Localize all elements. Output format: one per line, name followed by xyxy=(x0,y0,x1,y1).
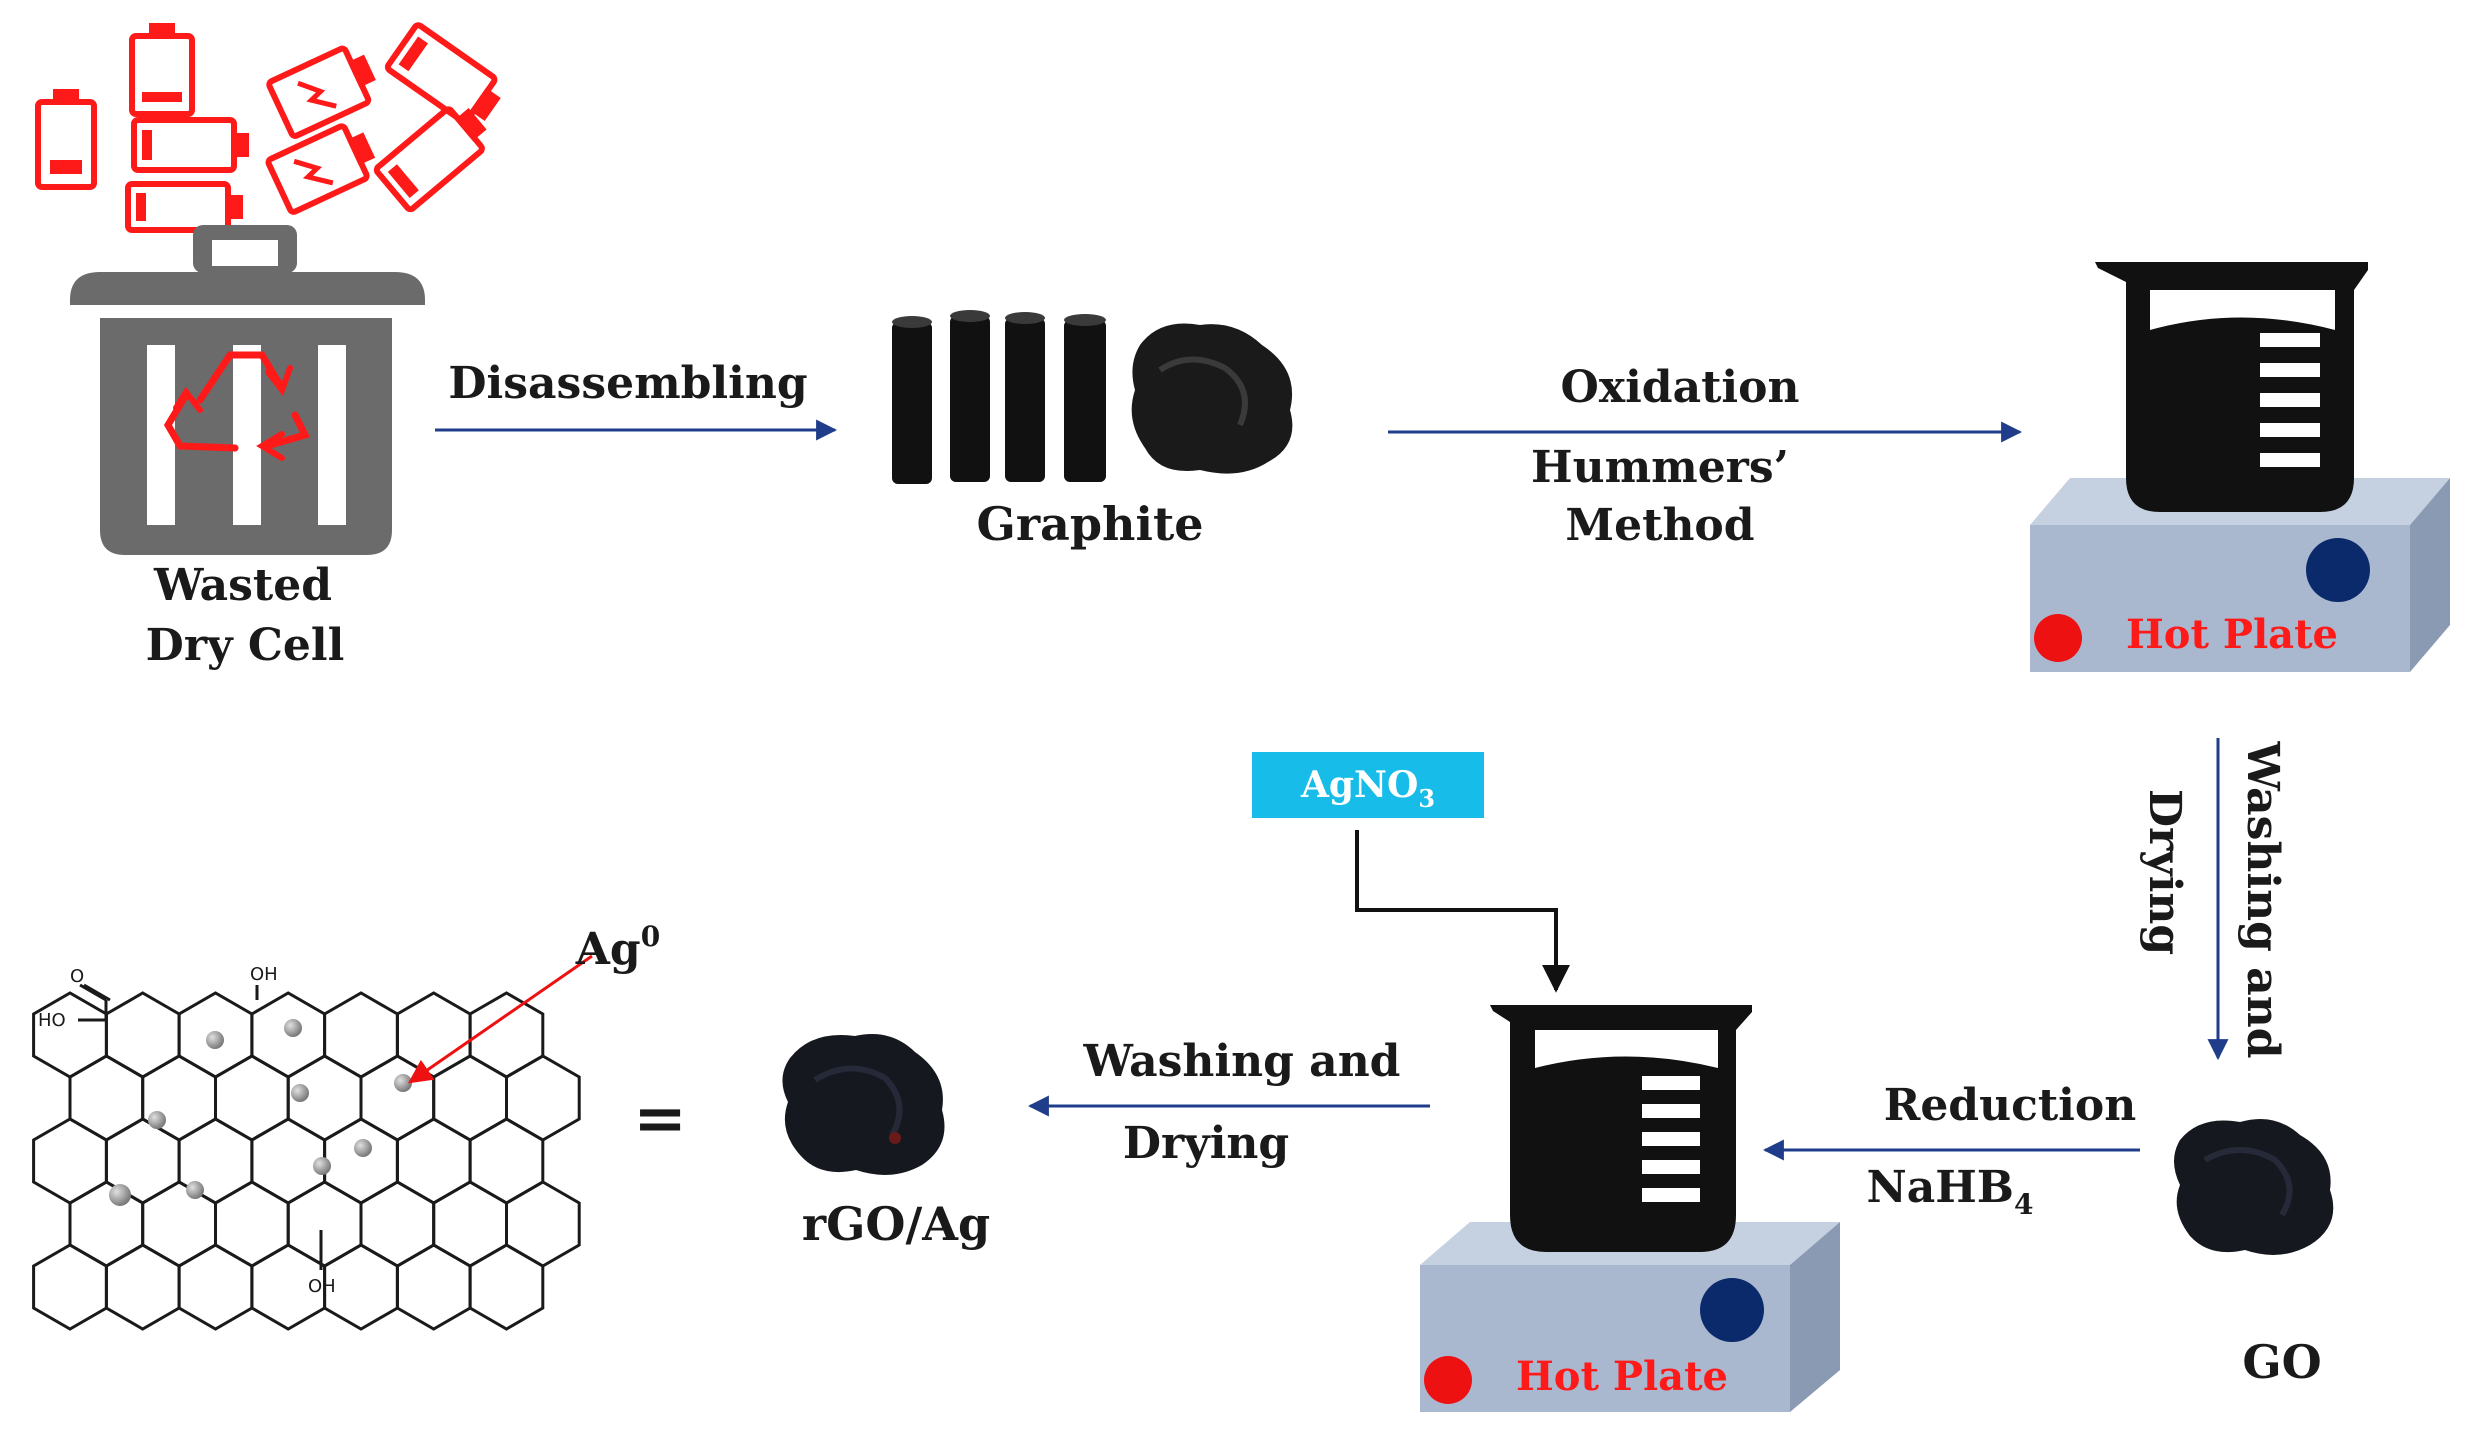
hexagon-cell xyxy=(432,1180,508,1268)
rgo-ag-label: rGO/Ag xyxy=(802,1197,990,1251)
equals-sign: = xyxy=(633,1081,687,1156)
battery-icon xyxy=(35,89,97,190)
nahb4-base: NaHB xyxy=(1867,1162,2015,1213)
oxidation-label: Oxidation xyxy=(1561,362,1800,413)
battery-icon xyxy=(373,106,487,213)
disassembling-label: Disassembling xyxy=(448,358,807,409)
hexagon-cell xyxy=(214,1180,290,1268)
wasted-dry-cell-label-line2: Dry Cell xyxy=(146,620,345,671)
battery-icon xyxy=(265,123,376,215)
battery-icon xyxy=(384,22,501,125)
silver-particle xyxy=(284,1019,302,1037)
hexagon-cell xyxy=(286,1180,363,1268)
hot-plate-knob-red xyxy=(2034,614,2082,662)
hot-plate-label-bottom: Hot Plate xyxy=(1516,1353,1728,1400)
hexagon-cell xyxy=(141,1180,217,1268)
hexagon-cell xyxy=(395,1243,472,1331)
recycle-icon xyxy=(163,351,311,461)
hexagon-cell xyxy=(359,1054,436,1142)
hexagon-cell xyxy=(214,1054,290,1142)
ag0-base: Ag xyxy=(575,924,641,975)
hexagon-cell xyxy=(432,1054,508,1142)
silver-nanoparticles xyxy=(109,1019,412,1206)
battery-icon xyxy=(266,45,376,139)
hydroxyl-bottom-label: OH xyxy=(308,1276,336,1297)
powder-icon xyxy=(782,1034,945,1175)
washing-drying-horizontal-label-line1: Washing and xyxy=(1083,1036,1401,1087)
powder-icon xyxy=(2174,1118,2334,1255)
hot-plate-label-top: Hot Plate xyxy=(2126,611,2338,658)
hexagon-cell xyxy=(32,1243,108,1331)
hexagon-cell xyxy=(395,1117,472,1205)
hexagon-cell xyxy=(359,1180,436,1268)
hot-plate-knob-red xyxy=(1424,1356,1472,1404)
hexagon-cell xyxy=(32,991,108,1079)
hot-plate-knob-blue xyxy=(2306,538,2370,602)
nahb4-subscript: 4 xyxy=(2014,1188,2033,1221)
ag0-label: Ag0 xyxy=(575,920,660,975)
beaker-icon xyxy=(1490,1005,1752,1252)
hexagon-cell xyxy=(468,1243,545,1331)
agno3-base: AgNO xyxy=(1300,764,1418,806)
wasted-dry-cell-label-line1: Wasted xyxy=(153,560,332,611)
washing-drying-vertical-label-line1: Washing and xyxy=(2237,741,2288,1059)
carboxyl-o-label: O xyxy=(70,966,84,987)
silver-particle xyxy=(148,1111,166,1129)
trash-bin-icon xyxy=(70,225,425,555)
battery-icon xyxy=(131,117,249,173)
reduction-label: Reduction xyxy=(1884,1080,2136,1131)
silver-particle xyxy=(291,1084,309,1102)
silver-particle xyxy=(354,1139,372,1157)
go-label: GO xyxy=(2242,1335,2321,1389)
washing-drying-horizontal-label-line2: Drying xyxy=(1123,1118,1289,1169)
hexagon-cell xyxy=(250,1117,327,1205)
hydroxyl-top-label: OH xyxy=(250,964,278,985)
nahb4-label: NaHB4 xyxy=(1867,1162,2034,1221)
agno3-label: AgNO3 xyxy=(1300,764,1435,813)
hexagon-cell xyxy=(32,1117,108,1205)
hexagon-cell xyxy=(68,1054,145,1142)
hexagon-cell xyxy=(323,991,399,1079)
graphite-rods-icon xyxy=(892,310,1106,484)
hummers-label-line1: Hummers’ xyxy=(1531,442,1789,493)
silver-particle xyxy=(313,1157,331,1175)
hexagon-cell xyxy=(505,1180,581,1268)
graphene-lattice-icon: O HO OH OH xyxy=(32,964,581,1331)
hot-plate-icon: Hot Plate xyxy=(2030,478,2450,672)
hexagon-grid xyxy=(32,991,581,1331)
lattice-functional-groups xyxy=(78,983,323,1270)
battery-icon xyxy=(129,23,195,117)
agno3-box xyxy=(1252,752,1484,818)
hexagon-cell xyxy=(505,1054,581,1142)
beaker-icon xyxy=(2095,262,2368,512)
hexagon-cell xyxy=(68,1180,145,1268)
silver-particle xyxy=(206,1031,224,1049)
hexagon-cell xyxy=(104,1243,181,1331)
ag0-superscript: 0 xyxy=(641,920,660,953)
hexagon-cell xyxy=(104,991,181,1079)
hexagon-cell xyxy=(177,1243,254,1331)
battery-icon xyxy=(125,181,243,233)
hexagon-cell xyxy=(468,1117,545,1205)
graphite-label: Graphite xyxy=(977,497,1204,551)
hexagon-cell xyxy=(323,1117,399,1205)
agno3-connector-arrow xyxy=(1355,830,1570,993)
hummers-label-line2: Method xyxy=(1565,500,1754,551)
ag0-pointer-arrow xyxy=(408,954,593,1084)
powder-icon xyxy=(1131,323,1293,474)
silver-particle xyxy=(186,1181,204,1199)
washing-drying-vertical-label-line2: Drying xyxy=(2139,789,2190,955)
hot-plate-knob-blue xyxy=(1700,1278,1764,1342)
hexagon-cell xyxy=(468,991,545,1079)
batteries-group xyxy=(35,22,501,233)
agno3-subscript: 3 xyxy=(1418,784,1435,813)
carboxyl-ho-label: HO xyxy=(38,1010,66,1031)
silver-particle xyxy=(394,1074,412,1092)
silver-particle xyxy=(109,1184,131,1206)
